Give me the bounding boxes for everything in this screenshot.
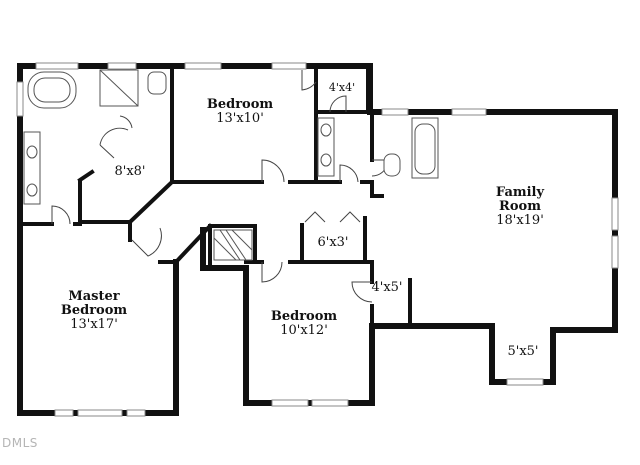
watermark: DMLS [2,436,38,450]
room-label-closet-top: 4'x4' [322,82,362,94]
door-swings [51,70,389,303]
room-dims: 18'x19' [496,213,544,228]
room-dims: 13'x10' [216,111,264,126]
room-label-bedroom-top: Bedroom 13'x10' [194,98,286,126]
room-label-master-bedroom: Master Bedroom 13'x17' [48,290,140,332]
room-dims: 4'x4' [328,81,356,94]
room-label-closet-master: 8'x8' [102,165,158,179]
room-dims: 8'x8' [114,164,146,179]
room-name-line1: Family [495,185,545,200]
stairs [213,229,253,261]
bath-fixtures [23,69,439,205]
room-name-line2: Bedroom [60,303,128,318]
room-label-bedroom-mid: Bedroom 10'x12' [258,310,350,338]
room-name: Bedroom [206,97,274,112]
room-dims: 5'x5' [507,344,539,359]
room-name: Bedroom [270,309,338,324]
room-label-closet-mid: 4'x5' [366,281,408,295]
room-label-bay: 5'x5' [498,345,548,359]
room-name-line2: Room [499,199,541,214]
room-dims: 13'x17' [70,317,118,332]
interior-walls [18,64,412,328]
room-name-line1: Master [68,289,120,304]
room-dims: 4'x5' [371,280,403,295]
room-label-family-room: Family Room 18'x19' [472,186,568,228]
room-label-closet-hall: 6'x3' [308,236,358,250]
room-dims: 6'x3' [317,235,349,250]
room-dims: 10'x12' [280,323,328,338]
windows [16,62,619,417]
